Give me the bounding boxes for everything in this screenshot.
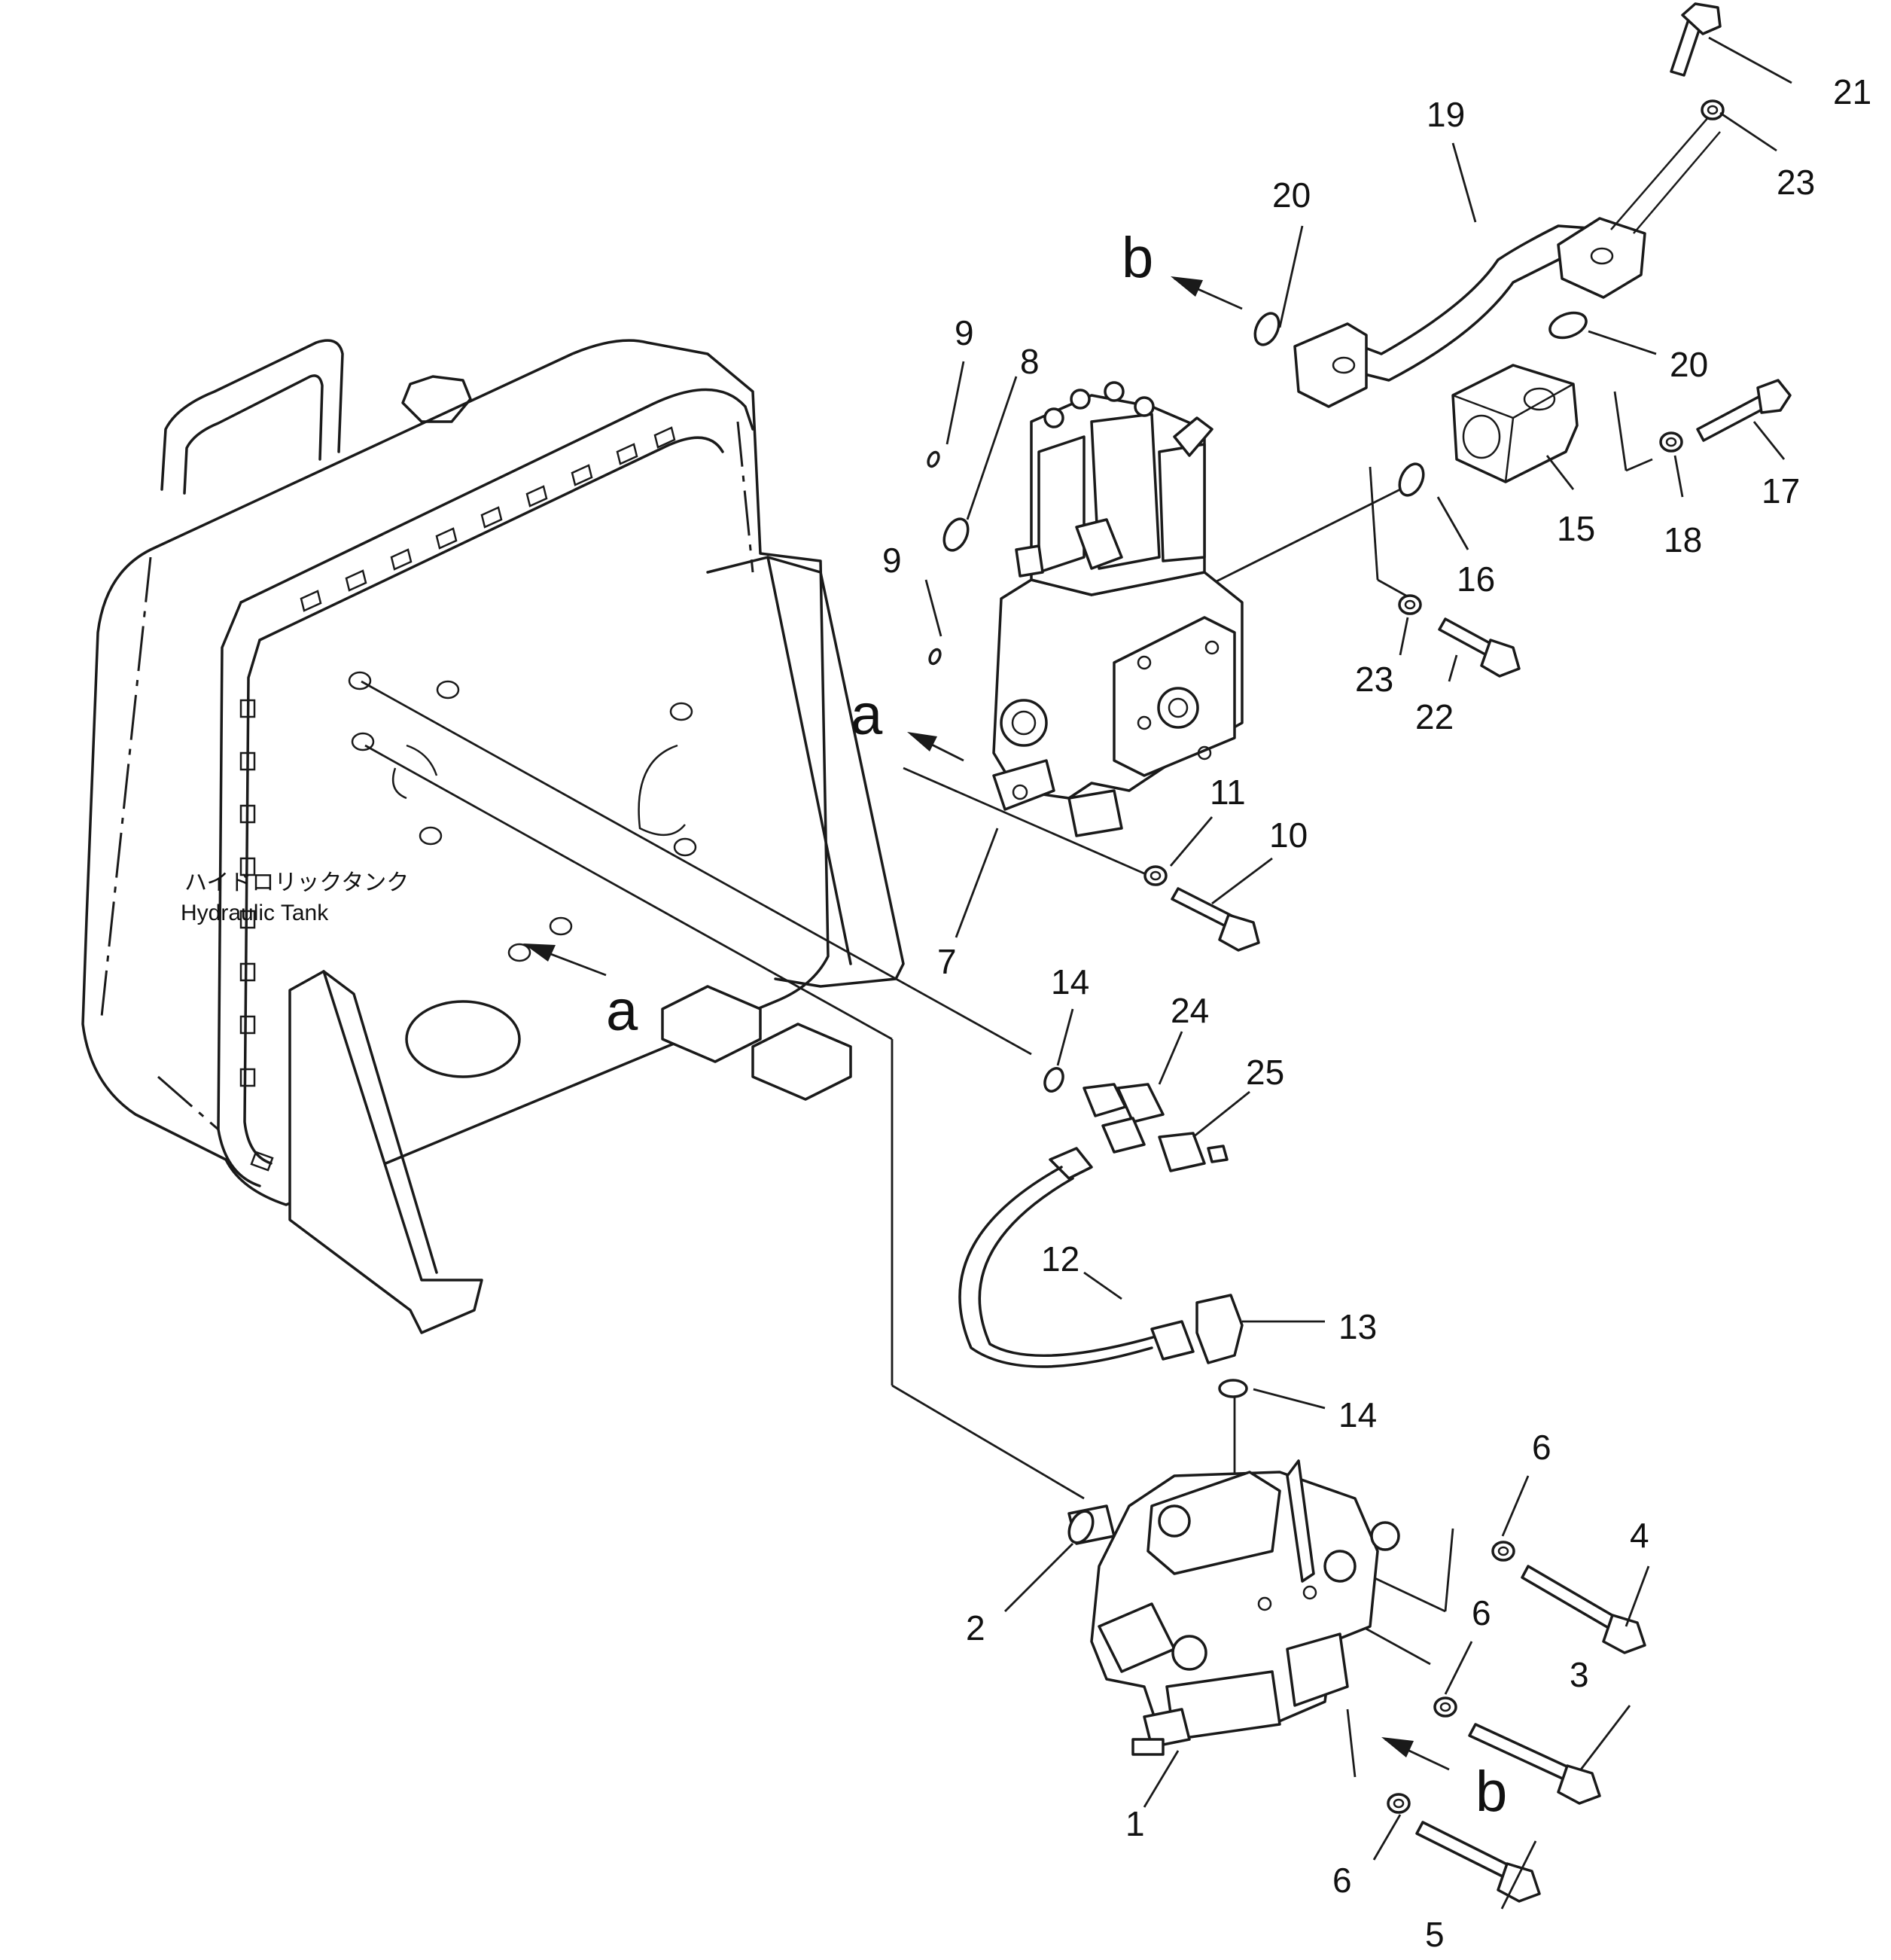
callout-6b: 6 (1472, 1593, 1491, 1632)
callout-3: 3 (1570, 1655, 1589, 1694)
callout-11: 11 (1210, 773, 1246, 812)
callout-17: 17 (1762, 471, 1800, 511)
callout-13: 13 (1338, 1307, 1377, 1346)
callout-2: 2 (966, 1608, 985, 1648)
bolt-3 (1468, 1723, 1601, 1805)
callout-23a: 23 (1777, 163, 1815, 202)
callout-19: 19 (1427, 95, 1465, 134)
callout-24: 24 (1171, 991, 1209, 1030)
callout-1: 1 (1125, 1804, 1145, 1843)
reference-letters: a a b b (606, 226, 1507, 1824)
callout-7: 7 (937, 942, 957, 981)
frame-bolt-tabs (239, 426, 676, 1172)
callout-14b: 14 (1338, 1395, 1377, 1434)
bolt-5 (1415, 1821, 1541, 1903)
lower-control-valve (1067, 1459, 1400, 1756)
bolt-17 (1696, 379, 1792, 442)
small-parts (927, 2, 1792, 1903)
assembly-lines (361, 391, 1653, 1778)
callout-15: 15 (1557, 509, 1595, 548)
bolt-4 (1521, 1565, 1646, 1654)
flange-block (1451, 364, 1579, 483)
tank-label-en: Hydraulic Tank (181, 901, 329, 925)
ref-a-tank: a (606, 979, 638, 1043)
callout-18: 18 (1664, 520, 1702, 559)
callout-20a: 20 (1272, 175, 1311, 215)
callout-8: 8 (1020, 342, 1040, 381)
bolt-10 (1171, 887, 1260, 952)
callout-9b: 9 (882, 541, 902, 580)
bolt-21 (1670, 2, 1722, 77)
upper-control-valve (992, 381, 1244, 837)
callout-4: 4 (1630, 1516, 1649, 1555)
leader-lines (523, 36, 1792, 1910)
ref-b-pipe: b (1122, 226, 1153, 290)
callout-22: 22 (1415, 697, 1454, 736)
callout-20b: 20 (1670, 345, 1708, 384)
callout-6c: 6 (1332, 1861, 1352, 1900)
tank-label-jp: ハイドロリックタンク (184, 870, 409, 895)
pipe-assembly (1293, 116, 1721, 408)
callout-21: 21 (1833, 72, 1871, 111)
tank-ports (348, 671, 697, 1078)
callout-6a: 6 (1532, 1428, 1551, 1467)
ref-a-valve: a (851, 683, 883, 747)
callout-12: 12 (1041, 1239, 1079, 1279)
callout-10: 10 (1269, 815, 1308, 855)
callout-23b: 23 (1355, 660, 1393, 699)
bolt-22 (1438, 617, 1521, 678)
callout-14a: 14 (1051, 962, 1089, 1001)
callout-9a: 9 (955, 313, 974, 352)
hydraulic-tank: ハイドロリックタンク Hydraulic Tank (81, 339, 905, 1334)
callout-numbers: 1 2 3 4 5 6 6 6 7 8 9 9 10 11 12 13 14 1… (882, 72, 1871, 1954)
fittings-and-hose (958, 1083, 1244, 1368)
ref-b-lower: b (1475, 1760, 1507, 1824)
callout-25: 25 (1246, 1053, 1284, 1092)
callout-16: 16 (1457, 559, 1495, 599)
callout-5: 5 (1425, 1915, 1445, 1954)
